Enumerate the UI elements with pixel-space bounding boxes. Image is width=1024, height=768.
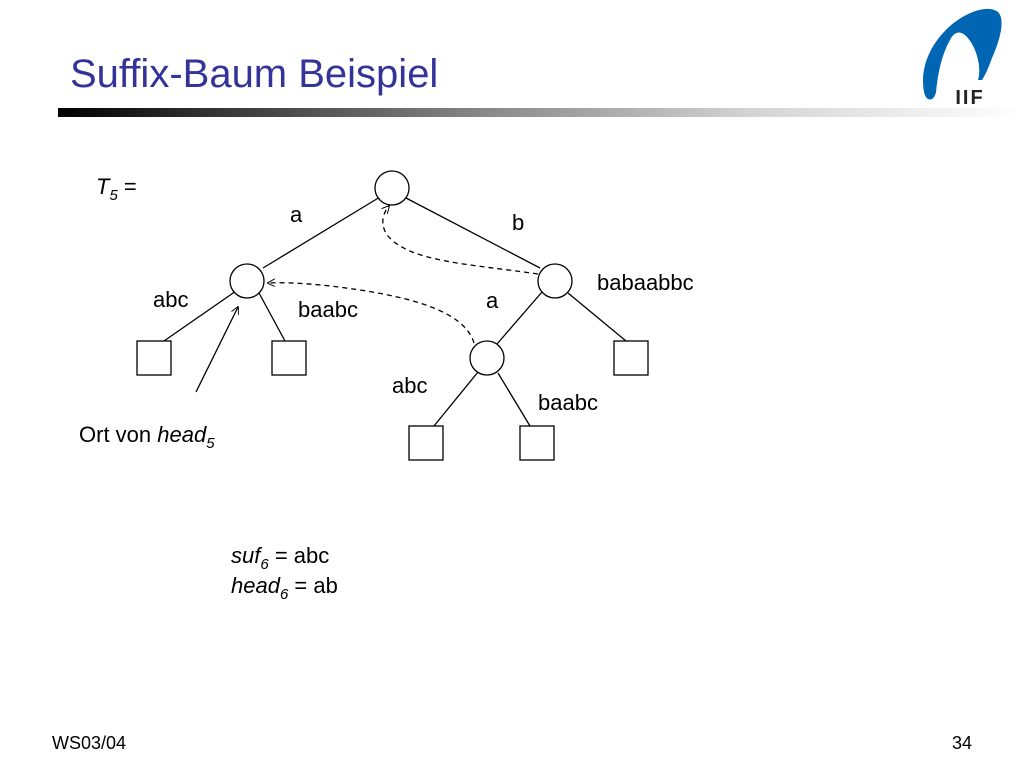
edge-label-mid-left: abc bbox=[392, 373, 427, 398]
head-location-prefix: Ort von bbox=[79, 422, 157, 447]
logo-swoosh bbox=[923, 8, 1002, 100]
edge-mid-leaf1 bbox=[433, 371, 479, 427]
title-divider bbox=[58, 108, 1024, 117]
iif-logo-icon: IIF bbox=[923, 8, 1002, 106]
edge-label-left-right: baabc bbox=[298, 297, 358, 322]
formula-head-rest: = ab bbox=[288, 573, 338, 598]
head-location-arrow bbox=[195, 307, 238, 393]
edge-label-left-left: abc bbox=[153, 287, 188, 312]
edge-right-mid bbox=[496, 291, 543, 345]
edge-label-root-left: a bbox=[290, 202, 303, 227]
leaf-2 bbox=[271, 340, 307, 376]
page-number: 34 bbox=[951, 733, 972, 753]
logo-text: IIF bbox=[955, 87, 984, 106]
edge-root-left bbox=[262, 196, 381, 269]
formula-head-var: head bbox=[231, 573, 281, 598]
formula-suf-rest: = abc bbox=[269, 543, 330, 568]
head-location-var: head bbox=[157, 422, 207, 447]
edge-left-leaf2 bbox=[258, 292, 286, 342]
edge-mid-leaf2 bbox=[497, 372, 531, 427]
slide-title: Suffix-Baum Beispiel bbox=[70, 52, 439, 96]
formula-head: head6 = ab bbox=[231, 573, 338, 603]
edge-label-right-mid: a bbox=[486, 288, 499, 313]
suffix-link-mid-to-left bbox=[268, 283, 475, 344]
edge-label-root-right: b bbox=[512, 210, 524, 235]
edge-left-leaf1 bbox=[163, 290, 237, 342]
formula-suf: suf6 = abc bbox=[231, 543, 329, 573]
node-root bbox=[374, 170, 410, 206]
tree-label-main: T bbox=[96, 174, 111, 199]
edge-right-leaf bbox=[567, 292, 627, 342]
edge-label-mid-right: baabc bbox=[538, 390, 598, 415]
suffix-link-right-to-root bbox=[383, 206, 539, 275]
node-right bbox=[537, 263, 573, 299]
tree-label: T5 = bbox=[96, 174, 137, 204]
head-location-sub: 5 bbox=[206, 435, 215, 452]
leaf-3 bbox=[613, 340, 649, 376]
leaf-5 bbox=[519, 425, 555, 461]
node-mid bbox=[469, 340, 505, 376]
formula-head-sub: 6 bbox=[280, 586, 289, 603]
formula-suf-var: suf bbox=[231, 543, 263, 568]
formula-suf-sub: 6 bbox=[260, 556, 269, 573]
node-left bbox=[229, 263, 265, 299]
footer-semester: WS03/04 bbox=[52, 733, 127, 753]
tree-label-eq: = bbox=[118, 174, 137, 199]
head-location-label: Ort von head5 bbox=[79, 422, 215, 452]
leaf-4 bbox=[408, 425, 444, 461]
edge-root-right bbox=[405, 197, 541, 269]
edge-label-right-right: babaabbc bbox=[597, 270, 694, 295]
tree-label-sub: 5 bbox=[109, 187, 118, 204]
leaf-1 bbox=[136, 340, 172, 376]
